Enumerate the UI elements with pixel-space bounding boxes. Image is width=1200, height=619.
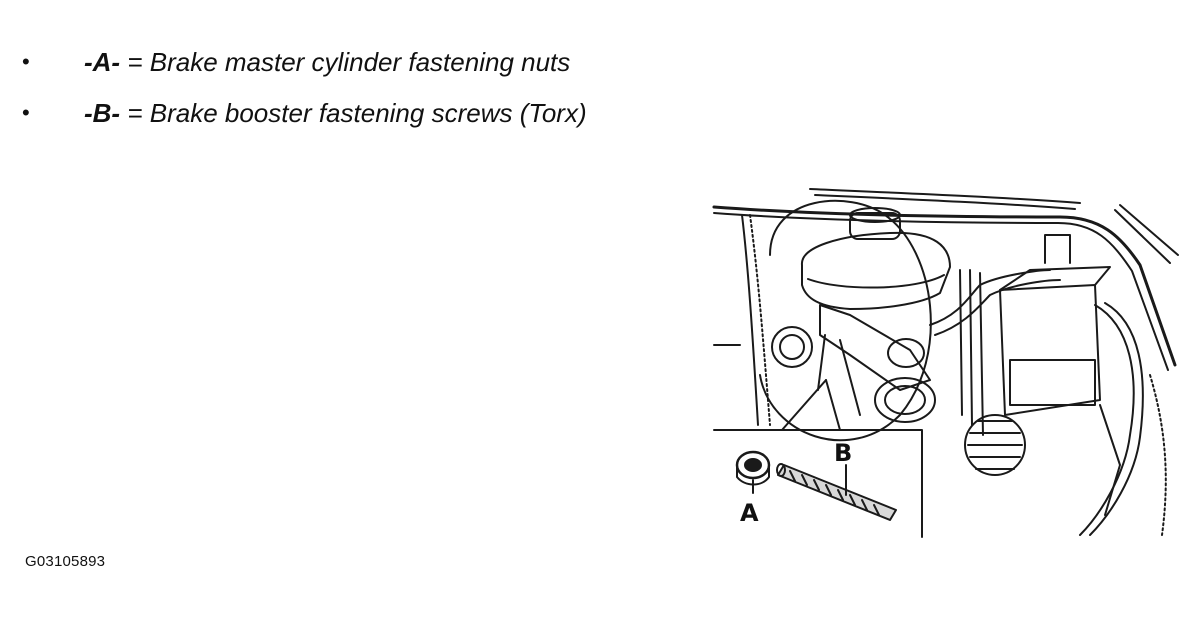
callout-label-b: B — [834, 439, 852, 467]
reservoir-cap — [849, 212, 901, 240]
legend-key-b: -B- — [84, 98, 121, 128]
master-cylinder-port — [887, 338, 925, 368]
firewall — [741, 214, 759, 426]
brake-assembly-illustration: A B — [712, 188, 1179, 538]
bullet: • — [22, 100, 30, 125]
legend-separator: = — [120, 47, 150, 77]
figure-id: G03105893 — [25, 553, 106, 570]
wheelhouse-edge — [1149, 374, 1167, 536]
abs-line-right — [1079, 304, 1135, 536]
lower-frame — [1099, 404, 1121, 516]
pump-motor — [964, 414, 1026, 476]
reservoir-ridge — [807, 274, 945, 289]
brake-line-5 — [979, 272, 984, 436]
master-cylinder-stud — [817, 334, 826, 391]
callout-label-a: A — [740, 499, 759, 527]
fender-edge-inner — [713, 212, 1169, 371]
grommet — [771, 326, 813, 368]
booster-ring-inner — [884, 385, 926, 415]
brake-line-3 — [959, 269, 963, 416]
master-cylinder-stud-2 — [839, 339, 861, 416]
reservoir — [800, 231, 951, 310]
inset-frame — [713, 429, 923, 538]
inset-pointer-right — [825, 379, 841, 431]
cowl-line-2 — [814, 194, 1076, 210]
master-cylinder — [819, 304, 931, 391]
legend-content: -B- = Brake booster fastening screws (To… — [84, 93, 587, 133]
cowl-line — [809, 188, 1081, 204]
brake-line-1 — [929, 269, 1051, 326]
bullet: • — [22, 49, 30, 74]
brake-booster — [759, 199, 932, 442]
legend-text-b: Brake booster fastening screws (Torx) — [149, 98, 587, 128]
booster-ring — [874, 377, 936, 423]
abs-unit-top — [999, 266, 1111, 291]
abs-unit — [999, 284, 1101, 416]
legend-content: -A- = Brake master cylinder fastening nu… — [84, 42, 570, 82]
pump-coil — [967, 420, 1023, 470]
grommet-inner — [779, 334, 805, 360]
legend-key-a: -A- — [84, 47, 121, 77]
fastening-screw-b — [776, 463, 897, 521]
body-line-right-2 — [1114, 209, 1171, 264]
fender-edge — [712, 205, 1177, 367]
legend-text-a: Brake master cylinder fastening nuts — [149, 47, 571, 77]
abs-line-right-2 — [1089, 302, 1144, 536]
inset-pointer-left — [781, 379, 827, 431]
legend-separator: = — [120, 98, 150, 128]
brake-line-4 — [969, 269, 973, 426]
reservoir-cap-top — [849, 207, 901, 223]
body-line-right — [1119, 204, 1179, 256]
abs-bracket — [1044, 234, 1071, 264]
firewall-2 — [749, 214, 771, 426]
brake-line-2 — [934, 279, 1061, 336]
abs-connector — [1009, 359, 1096, 406]
